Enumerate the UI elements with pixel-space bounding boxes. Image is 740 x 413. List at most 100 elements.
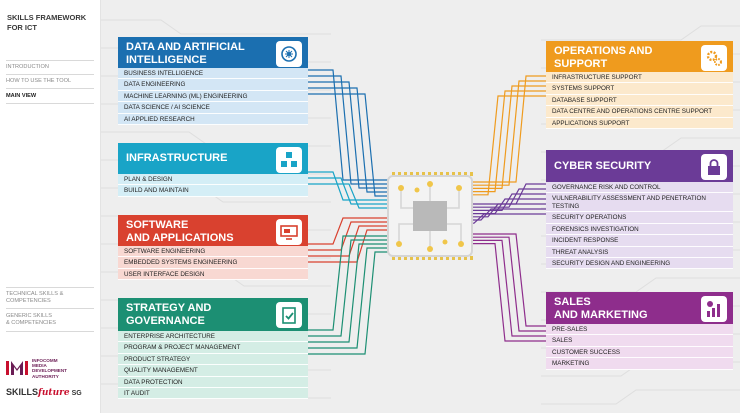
skill-item[interactable]: SOFTWARE ENGINEERING	[118, 246, 308, 258]
skill-item[interactable]: ENTERPRISE ARCHITECTURE	[118, 331, 308, 343]
skill-item[interactable]: SECURITY DESIGN AND ENGINEERING	[546, 258, 733, 270]
chip-pin	[440, 172, 443, 176]
skill-item[interactable]: BUSINESS INTELLIGENCE	[118, 68, 308, 80]
category-operations-header[interactable]: OPERATIONS AND SUPPORT	[546, 41, 733, 72]
category-sales-title: SALES	[554, 296, 591, 308]
circuit-trace	[472, 239, 546, 337]
skill-item[interactable]: DATA ENGINEERING	[118, 79, 308, 91]
chip-pin	[398, 256, 401, 260]
category-cyber-security-title: CYBER SECURITY	[554, 160, 652, 172]
category-software-header[interactable]: SOFTWARE AND APPLICATIONS	[118, 215, 308, 246]
category-sales-header[interactable]: SALES AND MARKETING	[546, 292, 733, 324]
circuit-trace	[308, 217, 388, 245]
category-data-ai-header[interactable]: DATA AND ARTIFICIAL INTELLIGENCE	[118, 37, 308, 68]
skill-item[interactable]: PRE-SALES	[546, 324, 733, 336]
skill-item[interactable]: DATABASE SUPPORT	[546, 95, 733, 107]
skill-item[interactable]: THREAT ANALYSIS	[546, 247, 733, 258]
skill-item[interactable]: MACHINE LEARNING (ML) ENGINEERING	[118, 91, 308, 103]
skill-item[interactable]: PRODUCT STRATEGY	[118, 354, 308, 366]
skill-item[interactable]: BUILD AND MAINTAIN	[118, 185, 308, 197]
circuit-trace	[308, 235, 388, 331]
nav-generic-skills[interactable]: GENERIC SKILLS & COMPETENCIES	[6, 313, 94, 327]
chip-pins	[392, 172, 473, 260]
skill-item[interactable]: QUALITY MANAGEMENT	[118, 365, 308, 377]
circuit-trace	[308, 75, 388, 185]
category-operations-title: OPERATIONS AND	[554, 45, 653, 57]
skill-item[interactable]: DATA PROTECTION	[118, 377, 308, 388]
skill-item[interactable]: GOVERNANCE RISK AND CONTROL	[546, 182, 733, 194]
circuit-trace	[472, 213, 546, 224]
chip-pin	[470, 172, 473, 176]
category-cyber-security-header[interactable]: CYBER SECURITY	[546, 150, 733, 182]
divider	[6, 103, 94, 104]
skill-item[interactable]: AI APPLIED RESEARCH	[118, 114, 308, 125]
circuit-trace	[308, 87, 388, 193]
chip-pin	[416, 256, 419, 260]
category-strategy[interactable]: STRATEGY AND GOVERNANCE ENTERPRISE ARCHI…	[118, 298, 308, 400]
circuit-trace	[541, 277, 740, 293]
skill-item[interactable]: INFRASTRUCTURE SUPPORT	[546, 72, 733, 84]
nav-technical-skills[interactable]: TECHNICAL SKILLS & COMPETENCIES	[6, 291, 94, 305]
category-software[interactable]: SOFTWARE AND APPLICATIONS SOFTWARE ENGIN…	[118, 215, 308, 281]
category-data-ai-title: DATA AND ARTIFICIAL	[126, 41, 245, 53]
imda-logo-line4: AUTHORITY	[32, 373, 59, 379]
nav-generic-skills-line2: & COMPETENCIES	[6, 320, 57, 326]
circuit-trace	[472, 80, 546, 186]
nav-technical-skills-line2: COMPETENCIES	[6, 298, 51, 304]
app-title-line2: FOR ICT	[7, 23, 37, 32]
skill-item[interactable]: MARKETING	[546, 358, 733, 370]
category-software-title: SOFTWARE	[126, 219, 189, 231]
app-title: SKILLS FRAMEWORK FOR ICT	[7, 13, 95, 33]
skill-item[interactable]: FORENSICS INVESTIGATION	[546, 224, 733, 236]
main-view: DATA AND ARTIFICIAL INTELLIGENCE BUSINES…	[101, 0, 740, 413]
skill-item[interactable]: EMBEDDED SYSTEMS ENGINEERING	[118, 257, 308, 269]
chip-pin	[392, 256, 395, 260]
category-infrastructure[interactable]: INFRASTRUCTURE PLAN & DESIGN BUILD AND M…	[118, 143, 308, 197]
skill-item[interactable]: SALES	[546, 335, 733, 347]
category-operations-title-line2: SUPPORT	[554, 58, 608, 70]
skill-item[interactable]: PROGRAM & PROJECT MANAGEMENT	[118, 342, 308, 354]
category-cyber-security[interactable]: CYBER SECURITY GOVERNANCE RISK AND CONTR…	[546, 150, 733, 270]
circuit-trace	[472, 203, 546, 218]
app-title-line1: SKILLS FRAMEWORK	[7, 13, 87, 22]
chip-pin	[452, 172, 455, 176]
skill-item[interactable]: DATA SCIENCE / AI SCIENCE	[118, 102, 308, 114]
category-infrastructure-header[interactable]: INFRASTRUCTURE	[118, 143, 308, 174]
category-sales-title-line2: AND MARKETING	[554, 309, 648, 321]
nav-introduction[interactable]: INTRODUCTION	[6, 64, 49, 70]
circuit-trace	[472, 188, 546, 208]
skill-item[interactable]: SYSTEMS SUPPORT	[546, 83, 733, 95]
category-software-title-line2: AND APPLICATIONS	[126, 232, 234, 244]
sidebar: SKILLS FRAMEWORK FOR ICT INTRODUCTION HO…	[0, 0, 101, 413]
nav-main-view[interactable]: MAIN VIEW	[6, 93, 37, 99]
skill-item[interactable]: SECURITY OPERATIONS	[546, 212, 733, 224]
chip-pin	[428, 256, 431, 260]
circuit-trace	[101, 19, 331, 35]
chip-pin	[392, 172, 395, 176]
skill-item[interactable]: INCIDENT RESPONSE	[546, 235, 733, 247]
circuit-trace	[472, 236, 546, 332]
divider	[6, 287, 94, 288]
category-operations[interactable]: OPERATIONS AND SUPPORT INFRASTRUCTURE SU…	[546, 41, 733, 129]
circuit-trace	[308, 177, 388, 205]
skill-item[interactable]: VULNERABILITY ASSESSMENT AND PENETRATION…	[546, 193, 733, 213]
imda-logo: INFOCOMM MEDIA DEVELOPMENT AUTHORITY	[6, 358, 84, 379]
skill-item[interactable]: APPLICATIONS SUPPORT	[546, 118, 733, 129]
circuit-trace	[308, 225, 388, 257]
nav-how-to-use[interactable]: HOW TO USE THE TOOL	[6, 78, 72, 84]
circuit-trace	[472, 75, 546, 183]
category-sales[interactable]: SALES AND MARKETING PRE-SALES SALES CUST…	[546, 292, 733, 370]
chip-pin	[404, 172, 407, 176]
circuit-trace	[472, 198, 546, 215]
category-data-ai[interactable]: DATA AND ARTIFICIAL INTELLIGENCE BUSINES…	[118, 37, 308, 125]
circuit-trace	[308, 251, 388, 355]
circuit-trace	[308, 171, 388, 201]
brain-icon	[276, 41, 302, 67]
skill-item[interactable]: DATA CENTRE AND OPERATIONS CENTRE SUPPOR…	[546, 106, 733, 118]
skill-item[interactable]: CUSTOMER SUCCESS	[546, 347, 733, 359]
skill-item[interactable]: PLAN & DESIGN	[118, 174, 308, 186]
skill-item[interactable]: IT AUDIT	[118, 388, 308, 400]
skill-item[interactable]: USER INTERFACE DESIGN	[118, 269, 308, 281]
category-strategy-header[interactable]: STRATEGY AND GOVERNANCE	[118, 298, 308, 331]
